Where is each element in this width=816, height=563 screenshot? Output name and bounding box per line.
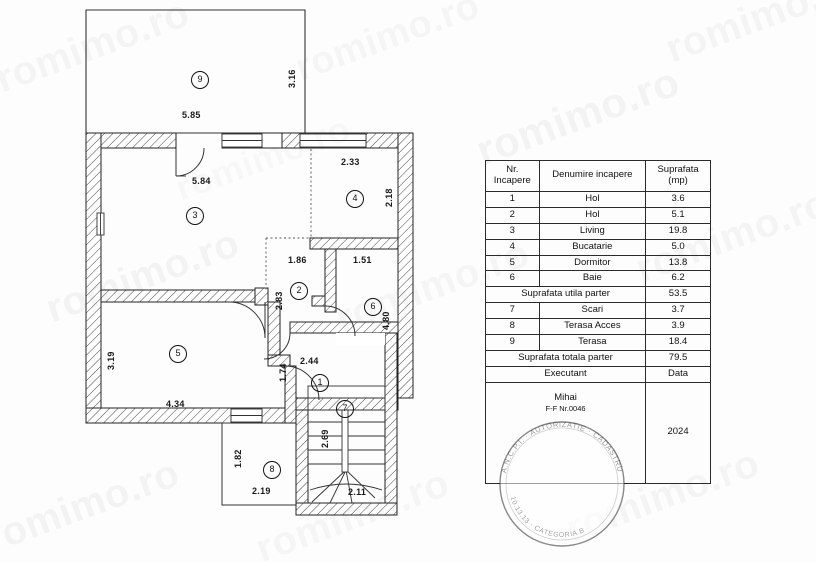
- dimension-5-85: 5.85: [182, 110, 201, 120]
- executant-certificate: F-F Nr.0046: [545, 403, 586, 413]
- cell-area: 3.7: [645, 302, 711, 320]
- dimension-2-69: 2.69: [320, 429, 330, 448]
- dimension-2-33: 2.33: [341, 157, 360, 167]
- table-total-row: Suprafata totala parter 79.5: [484, 350, 711, 367]
- dimension-5-84: 5.84: [192, 176, 211, 186]
- table-row: 9 Terasa 18.4: [485, 334, 711, 352]
- cell-name: Scari: [538, 302, 647, 320]
- subtotal-label: Suprafata utila parter: [484, 286, 647, 304]
- cell-name: Hol: [538, 190, 647, 208]
- cell-area: 13.8: [645, 254, 711, 272]
- table-footer-row: Mihai F-F Nr.0046 2024: [484, 381, 711, 484]
- cell-nr: 5: [485, 254, 540, 272]
- room-schedule-table: Nr. Incapere Denumire incapere Suprafata…: [484, 160, 711, 484]
- cell-name: Terasa Acces: [538, 318, 647, 336]
- table-row: 8 Terasa Acces 3.9: [485, 318, 711, 336]
- cell-name: Bucatarie: [538, 238, 647, 256]
- room-marker-4: 4: [346, 190, 364, 208]
- executant-label: Executant: [484, 365, 647, 383]
- header-denumire: Denumire incapere: [538, 160, 647, 192]
- cell-area: 6.2: [645, 270, 711, 288]
- table-row: 3 Living 19.8: [485, 222, 711, 240]
- data-year: 2024: [645, 381, 711, 484]
- room-marker-6: 6: [364, 298, 382, 316]
- cell-area: 18.4: [645, 334, 711, 352]
- table-header-row: Nr. Incapere Denumire incapere Suprafata…: [485, 160, 711, 192]
- cell-area: 19.8: [645, 222, 711, 240]
- room-marker-1: 1: [311, 374, 329, 392]
- dimension-1-51: 1.51: [353, 255, 372, 265]
- dimension-1-82: 1.82: [233, 449, 243, 468]
- cell-name: Baie: [538, 270, 647, 288]
- cell-name: Dormitor: [538, 254, 647, 272]
- cell-nr: 7: [485, 302, 540, 320]
- header-nr-incapere: Nr. Incapere: [485, 160, 540, 192]
- data-label: Data: [645, 365, 711, 383]
- dimension-2-44: 2.44: [300, 356, 319, 366]
- cell-nr: 9: [485, 334, 540, 352]
- room-marker-3: 3: [186, 207, 204, 225]
- cell-nr: 1: [485, 190, 540, 208]
- dimension-2-19: 2.19: [252, 486, 271, 496]
- cell-nr: 4: [485, 238, 540, 256]
- table-subtotal-row: Suprafata utila parter 53.5: [484, 286, 711, 304]
- header-area-line2: (mp): [668, 174, 688, 186]
- dimension-2-83: 2.83: [274, 291, 284, 310]
- cell-nr: 8: [485, 318, 540, 336]
- cell-nr: 3: [485, 222, 540, 240]
- table-row: 6 Baie 6.2: [485, 270, 711, 288]
- room-marker-8: 8: [263, 461, 281, 479]
- table-row: 4 Bucatarie 5.0: [485, 238, 711, 256]
- header-suprafata: Suprafata (mp): [645, 160, 711, 192]
- cell-nr: 6: [485, 270, 540, 288]
- cell-name: Terasa: [538, 334, 647, 352]
- cell-nr: 2: [485, 206, 540, 224]
- dimension-2-18: 2.18: [384, 188, 394, 207]
- room-marker-9: 9: [191, 71, 209, 89]
- cell-area: 3.9: [645, 318, 711, 336]
- dimension-1-86: 1.86: [288, 255, 307, 265]
- room-marker-7: 7: [336, 400, 354, 418]
- dimension-4-80: 4.80: [381, 311, 391, 330]
- cell-area: 5.1: [645, 206, 711, 224]
- table-row: 5 Dormitor 13.8: [485, 254, 711, 272]
- executant-name: Mihai: [554, 391, 577, 403]
- header-area-line1: Suprafata: [657, 164, 699, 175]
- dimension-2-11: 2.11: [348, 487, 367, 497]
- dimension-3-16: 3.16: [287, 69, 297, 88]
- header-nr-line1: Nr.: [506, 164, 519, 175]
- dimension-4-34: 4.34: [166, 399, 185, 409]
- table-row: 7 Scari 3.7: [485, 302, 711, 320]
- table-row: 2 Hol 5.1: [485, 206, 711, 224]
- dimension-3-19: 3.19: [106, 351, 116, 370]
- cell-area: 5.0: [645, 238, 711, 256]
- total-label: Suprafata totala parter: [484, 350, 647, 367]
- total-area: 79.5: [645, 350, 711, 367]
- table-footer-header-row: Executant Data: [484, 365, 711, 383]
- table-row: 1 Hol 3.6: [485, 190, 711, 208]
- header-nr-line2: Incapere: [493, 174, 531, 186]
- room-marker-2: 2: [290, 282, 308, 300]
- cell-name: Living: [538, 222, 647, 240]
- subtotal-area: 53.5: [645, 286, 711, 304]
- executant-details: Mihai F-F Nr.0046: [484, 381, 647, 484]
- cell-name: Hol: [538, 206, 647, 224]
- cell-area: 3.6: [645, 190, 711, 208]
- dimension-1-74: 1.74: [278, 363, 288, 382]
- room-marker-5: 5: [169, 345, 187, 363]
